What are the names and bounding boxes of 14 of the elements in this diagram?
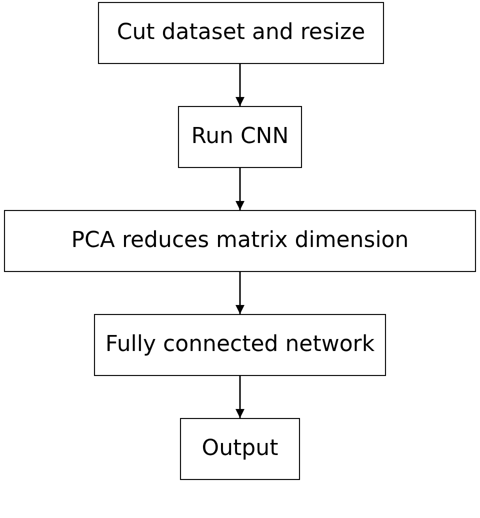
process-box [4, 210, 476, 272]
arrow [236, 64, 244, 106]
process-box [94, 314, 386, 376]
arrow [236, 168, 244, 210]
process-box [180, 418, 300, 480]
process-box [178, 106, 302, 168]
box-label: Output [202, 436, 278, 462]
box-label: Cut dataset and resize [116, 20, 366, 46]
arrow [236, 272, 244, 314]
box-label: PCA reduces matrix dimension [71, 228, 409, 254]
box-label: Fully connected network [105, 332, 375, 358]
box-label: Run CNN [191, 124, 289, 150]
arrow [236, 376, 244, 418]
process-box [98, 2, 384, 64]
